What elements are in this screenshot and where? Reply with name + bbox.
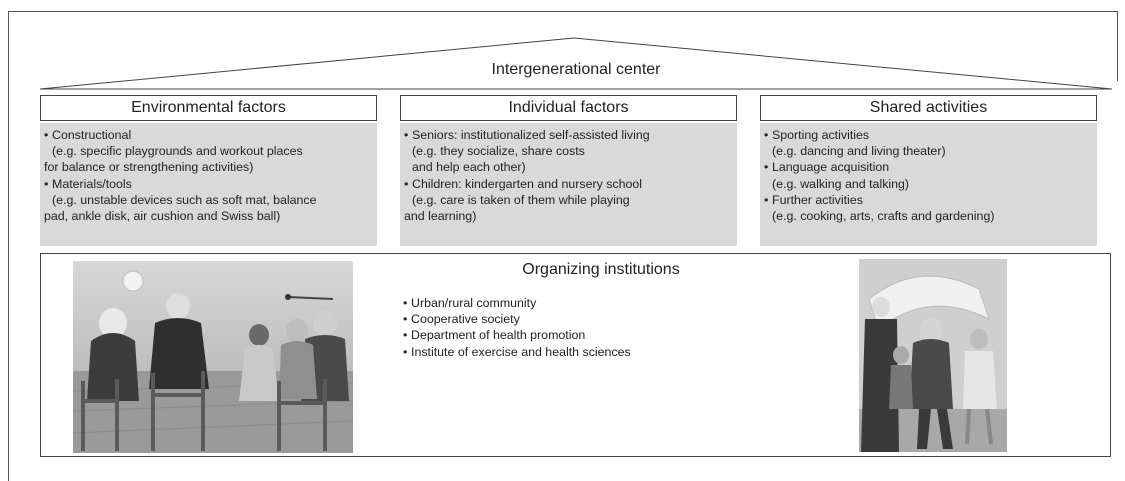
bullet: •: [403, 328, 408, 343]
bullet: •: [403, 296, 408, 310]
photo-seniors-ball-game: [73, 261, 353, 453]
item-label: Urban/rural community: [411, 296, 537, 310]
frame-right-line: [1117, 11, 1118, 81]
roof-outline: [39, 37, 1113, 90]
column-body: •Constructional (e.g. specific playgroun…: [40, 123, 377, 246]
frame-left-line: [8, 11, 9, 481]
item-detail: (e.g. unstable devices such as soft mat,…: [52, 192, 317, 207]
item-detail-continued: and help each other): [412, 160, 526, 175]
bullet: •: [764, 192, 769, 207]
item-label: Department of health promotion: [411, 328, 586, 343]
bullet: •: [403, 312, 408, 327]
bullet: •: [44, 128, 49, 142]
column-heading: Shared activities: [760, 95, 1097, 121]
list-item: •Seniors: institutionalized self-assiste…: [404, 127, 733, 176]
column-body: •Seniors: institutionalized self-assiste…: [400, 123, 737, 246]
list-item: •Further activities (e.g. cooking, arts,…: [764, 192, 1093, 224]
bullet: •: [403, 344, 408, 359]
list-item: •Children: kindergarten and nursery scho…: [404, 176, 733, 225]
item-label: Institute of exercise and health science…: [411, 344, 631, 359]
list-item: •Language acquisition (e.g. walking and …: [764, 159, 1093, 191]
item-detail: (e.g. specific playgrounds and workout p…: [52, 144, 303, 159]
item-detail-continued: for balance or strengthening activities): [44, 160, 254, 175]
item-label: Constructional: [52, 128, 132, 142]
column-body: •Sporting activities (e.g. dancing and l…: [760, 123, 1097, 246]
item-label: Further activities: [772, 192, 863, 207]
frame-top-line: [8, 11, 1118, 12]
item-label: Seniors: institutionalized self-assisted…: [412, 128, 650, 142]
organizing-list: •Urban/rural community •Cooperative soci…: [403, 295, 631, 360]
column-heading: Individual factors: [400, 95, 737, 121]
list-item: •Institute of exercise and health scienc…: [403, 344, 631, 360]
bullet: •: [764, 160, 769, 175]
item-detail-continued: pad, ankle disk, air cushion and Swiss b…: [44, 209, 281, 224]
item-label: Sporting activities: [772, 128, 870, 142]
center-title: Intergenerational center: [491, 61, 661, 78]
item-detail: (e.g. cooking, arts, crafts and gardenin…: [772, 209, 995, 224]
item-detail: (e.g. dancing and living theater): [772, 144, 946, 159]
item-detail-continued: and learning): [404, 209, 477, 224]
bullet: •: [404, 128, 409, 142]
column-heading: Environmental factors: [40, 95, 377, 121]
item-label: Cooperative society: [411, 312, 520, 327]
item-label: Children: kindergarten and nursery schoo…: [412, 176, 643, 191]
bullet: •: [44, 176, 49, 191]
bullet: •: [404, 176, 409, 191]
item-detail: (e.g. they socialize, share costs: [412, 144, 585, 159]
item-detail: (e.g. walking and talking): [772, 176, 910, 191]
item-label: Language acquisition: [772, 160, 890, 175]
column-shared-activities: Shared activities •Sporting activities (…: [760, 95, 1097, 246]
item-label: Materials/tools: [52, 176, 132, 191]
list-item: •Urban/rural community: [403, 295, 631, 311]
item-detail: (e.g. care is taken of them while playin…: [412, 192, 630, 207]
bullet: •: [764, 128, 769, 142]
photo-dancing-activity: [859, 259, 1007, 452]
column-environmental-factors: Environmental factors •Constructional (e…: [40, 95, 377, 246]
list-item: •Cooperative society: [403, 311, 631, 327]
column-individual-factors: Individual factors •Seniors: institution…: [400, 95, 737, 246]
list-item: •Constructional (e.g. specific playgroun…: [44, 127, 373, 176]
list-item: •Department of health promotion: [403, 327, 631, 343]
organizing-title: Organizing institutions: [522, 261, 680, 278]
list-item: •Materials/tools (e.g. unstable devices …: [44, 176, 373, 225]
list-item: •Sporting activities (e.g. dancing and l…: [764, 127, 1093, 159]
